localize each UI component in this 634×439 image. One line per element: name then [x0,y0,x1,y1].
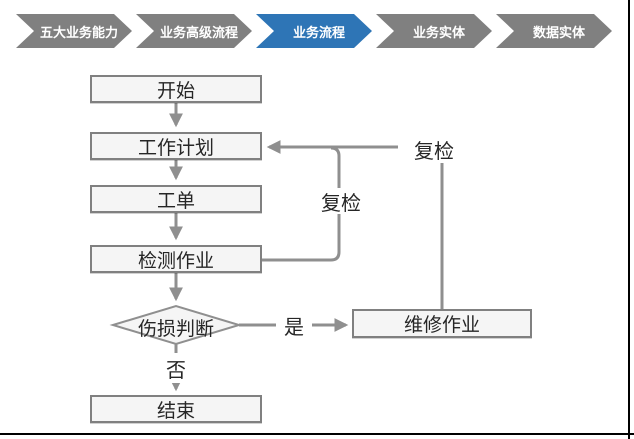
flow-node-work-order: 工单 [90,185,262,213]
flow-node-work-order-label: 工单 [156,190,195,212]
flow-node-start-label: 开始 [156,80,195,102]
flow-node-end-label: 结束 [156,400,195,422]
flow-node-end: 结束 [90,395,262,423]
nav-step-4[interactable]: 业务实体 [376,14,492,48]
nav-step-1-label: 五大业务能力 [39,24,118,40]
edge-label-yes: 是 [276,312,312,339]
flow-node-repair-label: 维修作业 [403,315,480,336]
flow-node-work-plan: 工作计划 [90,132,262,160]
nav-step-3-label: 业务流程 [292,24,345,40]
nav-step-5-label: 数据实体 [532,24,585,40]
nav-step-2[interactable]: 业务高级流程 [136,14,252,48]
edge-label-recheck-inspection: 复检 [317,188,365,215]
flow-node-work-plan-label: 工作计划 [137,137,214,159]
flow-node-repair: 维修作业 [352,309,532,338]
flow-node-start: 开始 [90,75,262,103]
edge-inspect-recheck-loop [262,146,341,262]
nav-step-5[interactable]: 数据实体 [496,14,612,48]
slide-border-bottom [0,433,634,435]
flow-node-inspection: 检测作业 [90,245,262,273]
decision-diamond-shape [109,304,243,346]
nav-step-3-active[interactable]: 业务流程 [256,14,372,48]
nav-step-2-label: 业务高级流程 [159,24,238,40]
nav-step-1[interactable]: 五大业务能力 [16,14,132,48]
flow-node-decision-label: 伤损判断 [137,319,214,340]
nav-step-4-label: 业务实体 [412,24,465,40]
process-breadcrumb: 五大业务能力 业务高级流程 业务流程 业务实体 数据实体 [0,14,634,48]
flow-node-inspection-label: 检测作业 [137,250,214,272]
edge-label-no: 否 [158,353,194,383]
slide-border-right [628,0,630,439]
edge-label-recheck-repair: 复检 [410,136,458,163]
